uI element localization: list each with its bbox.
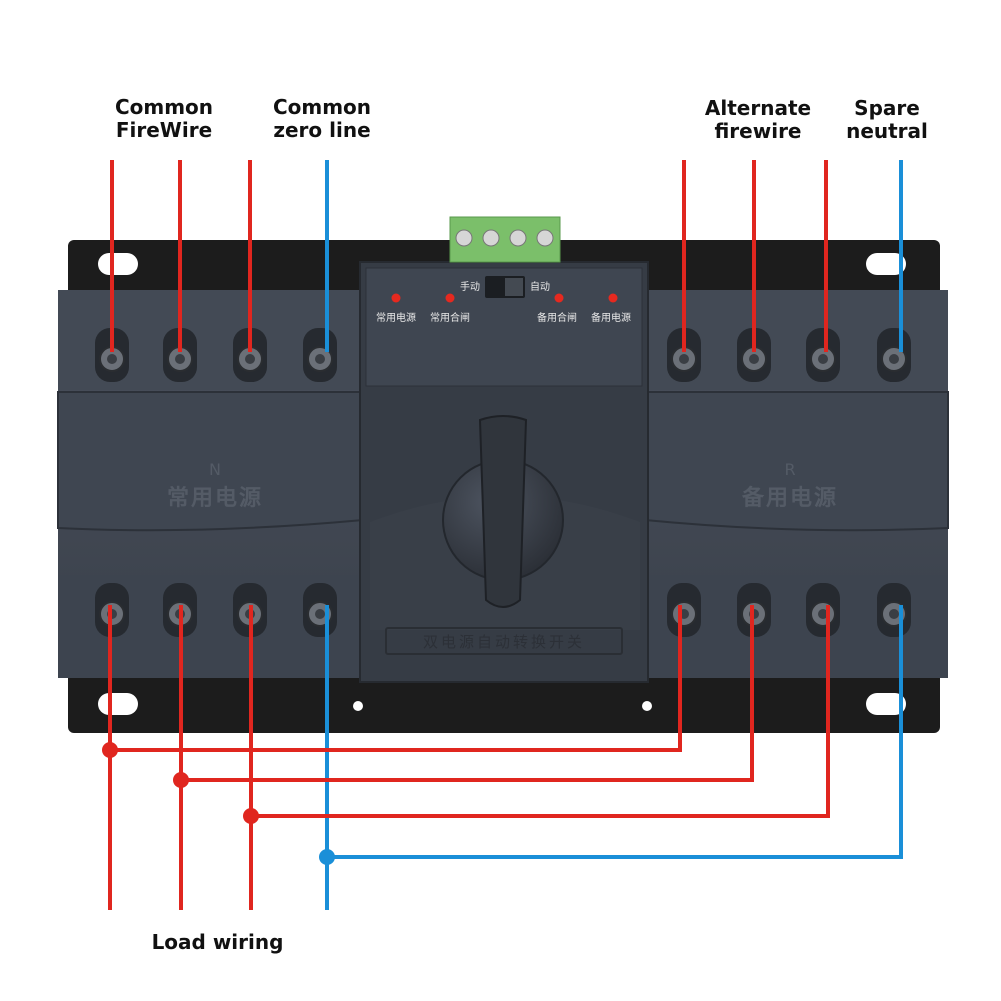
terminal-screw-head <box>245 354 255 364</box>
label-common-firewire: Common FireWire <box>100 96 228 142</box>
mounting-hole-top-left <box>98 253 138 275</box>
terminal-screw-head <box>175 354 185 364</box>
terminal-screw-head <box>889 354 899 364</box>
label-load-wiring: Load wiring <box>151 930 284 954</box>
left-panel-letter: N <box>209 460 221 479</box>
indicator-label: 备用电源 <box>591 311 631 324</box>
terminal-screw-head <box>315 609 325 619</box>
label-line: Spare <box>854 96 920 120</box>
bridge-live-wire <box>110 605 682 752</box>
wire-junction <box>102 742 118 758</box>
right-front-panel <box>644 391 949 532</box>
connector-screw <box>455 229 473 247</box>
mounting-hole-bottom-left <box>98 693 138 715</box>
indicator-label: 备用合闸 <box>537 311 577 324</box>
led-common-close <box>445 293 455 303</box>
label-line: FireWire <box>115 118 213 142</box>
left-panel-title: 常用电源 <box>167 485 263 511</box>
terminal-screw-head <box>818 354 828 364</box>
rotary-handle[interactable] <box>478 415 528 608</box>
terminal-screw-head <box>107 354 117 364</box>
nameplate-text: 双电源自动转换开关 <box>423 633 585 651</box>
terminal-screw-head <box>679 354 689 364</box>
led-backup-power <box>608 293 618 303</box>
label-common-zero-line: Common zero line <box>258 96 386 142</box>
right-panel-letter: R <box>784 460 795 479</box>
label-line: neutral <box>846 119 928 143</box>
mounting-dot-left <box>353 701 363 711</box>
connector-screw <box>482 229 500 247</box>
connector-screw <box>509 229 527 247</box>
bridge-neutral-wire <box>327 605 903 859</box>
wire-junction <box>243 808 259 824</box>
nameplate <box>385 627 623 655</box>
terminal-screw-head <box>749 354 759 364</box>
label-line: Common <box>114 95 214 119</box>
led-common-power <box>391 293 401 303</box>
toggle-slider <box>505 278 523 296</box>
label-line: Alternate <box>704 96 812 120</box>
bridge-live-wire <box>251 605 830 818</box>
label-line: zero line <box>273 118 371 142</box>
wire-junction <box>173 772 189 788</box>
mounting-hole-bottom-right <box>866 693 906 715</box>
indicator-label: 常用合闸 <box>430 311 470 324</box>
mounting-hole-top-right <box>866 253 906 275</box>
label-spare-neutral: Spare neutral <box>832 97 942 143</box>
terminal-screw-head <box>818 609 828 619</box>
mounting-dot-right <box>642 701 652 711</box>
led-backup-close <box>554 293 564 303</box>
left-front-panel <box>57 391 364 532</box>
toggle-label-manual: 手动 <box>460 280 480 293</box>
terminal-screw-head <box>315 354 325 364</box>
right-panel-title: 备用电源 <box>741 485 838 511</box>
terminal-screw-head <box>889 609 899 619</box>
toggle-label-auto: 自动 <box>530 280 550 293</box>
indicator-label: 常用电源 <box>376 311 416 324</box>
label-line: Common <box>272 95 372 119</box>
label-alternate-firewire: Alternate firewire <box>688 97 828 143</box>
connector-screw <box>536 229 554 247</box>
label-line: firewire <box>714 119 802 143</box>
wire-junction <box>319 849 335 865</box>
bridge-live-wire <box>181 605 754 782</box>
